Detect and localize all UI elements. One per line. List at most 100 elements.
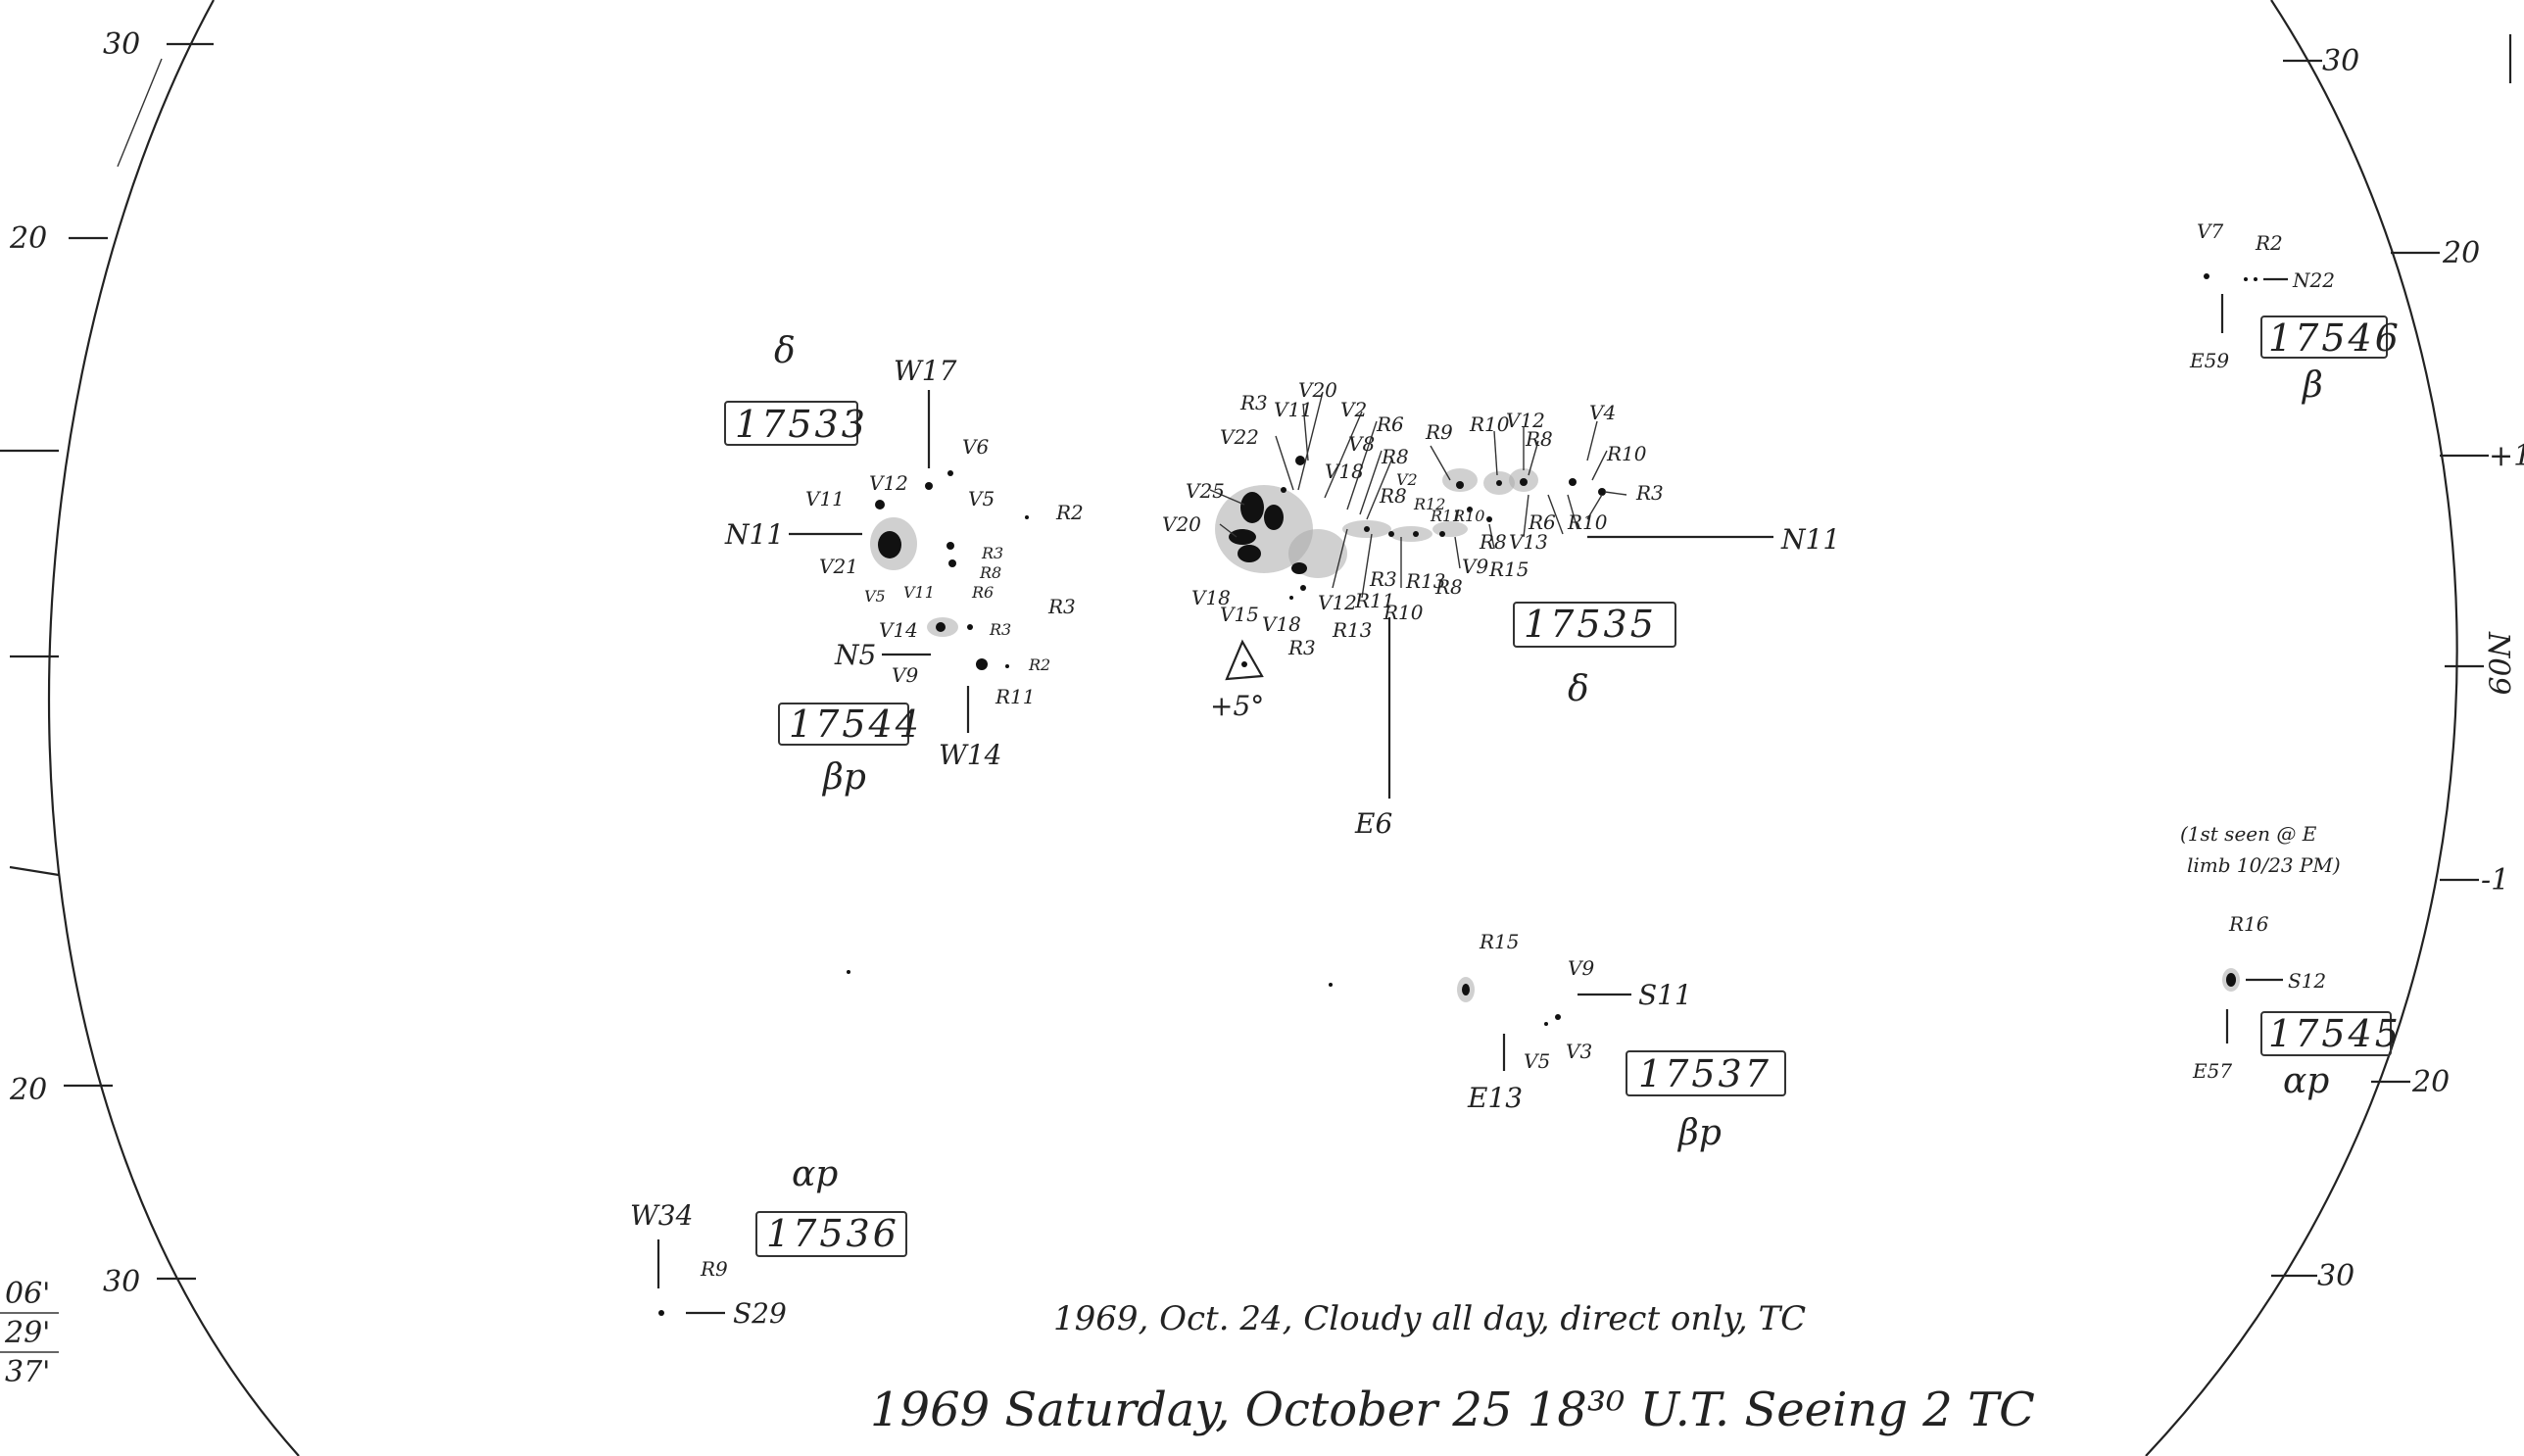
label-text: R11 [1354,589,1395,612]
region-17545-box [2260,1011,2392,1056]
pointer-line [1275,435,1294,491]
solar-limb-left [47,0,300,1456]
region-17545-class: αp [2283,1061,2329,1101]
label-text: R3 [989,620,1011,639]
region-17533-hemisphere: N11 [724,518,784,551]
tick-right-minus10: -1 [2481,863,2509,898]
label-text: R2 [1028,655,1050,674]
label-text: R3 [1369,567,1397,591]
label-text: V8 [1348,432,1375,456]
label-text: V18 [1191,586,1231,609]
spot-mark [1229,529,1256,545]
region-17535-hemisphere: N11 [1780,523,1840,556]
right-latitude-scale: 30 20 +1 -1 20 30 N09 [2271,34,2524,1293]
spot-umbra [878,531,901,558]
region-17536-class: αp [792,1154,838,1194]
region-17545-longitude: E57 [2192,1059,2232,1083]
pointer-line [1586,420,1598,461]
spot-mark [2204,273,2209,279]
rotation-angle: +5° [1210,690,1264,722]
spot-label: V12 [869,471,908,495]
pointer-line [1547,494,1564,535]
spot-mark [1456,481,1464,489]
label-text: R6 [1528,510,1556,534]
label-text: 37' [5,1355,50,1389]
label-text: R9 [700,1257,728,1281]
label-text: R6 [1376,413,1404,436]
pointer-line [1567,494,1578,530]
label-text: R8 [1381,445,1409,468]
label-text: V3 [1566,1040,1592,1063]
tick-right-plus10: +1 [2489,439,2524,473]
spot-label: V11 [805,487,845,510]
label-text: R8 [1434,575,1463,599]
label-text: R11 [995,685,1036,708]
spot-label: V5 [864,587,886,606]
tick-left-20-s: 20 [9,1073,47,1107]
spot-mark [2226,973,2236,987]
label-text: V2 [1396,470,1418,489]
spot-mark [1389,526,1432,542]
spot-mark [1238,545,1261,562]
pointer-line [1604,491,1627,496]
first-seen-note: (1st seen @ E limb 10/23 PM) [2180,822,2341,877]
label-text: V12 [1506,409,1545,432]
region-17544-hemisphere: N5 [834,639,876,671]
spot-mark [1413,531,1419,537]
tick-left-20-n: 20 [9,221,47,256]
label-text: V20 [1298,378,1337,402]
region-17535-number: 17535 [1524,603,1657,646]
spot-mark [1467,507,1473,512]
tick-right-20-s: 20 [2411,1065,2450,1099]
label-text: V22 [1220,425,1259,449]
label-text: R9 [1425,420,1453,444]
spot-mark [1241,661,1247,667]
pointer-line [1586,494,1603,520]
spot [925,482,933,490]
spot-label: R3 [981,544,1003,562]
spot-mark [1520,478,1528,486]
spot-mark [1281,487,1286,493]
region-17535-box [1513,602,1676,648]
region-17546-hemisphere: N22 [2292,268,2335,292]
region-17546-class: β [2301,365,2323,406]
label-text: V2 [1340,398,1367,421]
spot-mark [1569,478,1577,486]
label-text: V11 [1274,398,1313,421]
region-17537-class: βp [1676,1113,1722,1153]
pointer-line [1302,403,1309,461]
pointer-line [1209,489,1245,506]
limb-stroke-mark [117,58,163,168]
label-text: R8 [1525,427,1553,451]
pointer-line [1366,460,1392,520]
spot-mark [1598,488,1606,496]
spot [875,500,885,510]
region-17545-hemisphere: S12 [2288,969,2326,993]
spot-mark [1295,456,1305,465]
region-17546: V7 R2 N22 E59 17546 β [2189,219,2399,406]
region-17535: R3 V11 V20 V22 V2 R6 V8 R8 V25 V18 V2 R8… [1162,378,1840,840]
spot-mark [976,658,988,670]
pointer-line [1359,450,1383,515]
observation-note: 1969, Oct. 24, Cloudy all day, direct on… [1053,1299,1806,1338]
region-17544-box [778,703,909,746]
label-text: R10 [1469,413,1510,436]
label-text: R15 [1488,558,1529,581]
spot-mark [847,970,850,974]
solar-limb-right [2145,0,2458,1456]
label-text: R10 [1452,507,1484,525]
label-text: R13 [1405,569,1446,593]
left-bottom-note: 06' 29' 37' [0,1277,59,1389]
region-17537-hemisphere: S11 [1638,979,1692,1011]
region-17533-number: 17533 [735,403,868,446]
region-17533: δ 17533 W17 N11 V12 V6 V11 V5 R2 R3 R8 R… [724,331,1084,606]
region-17536-hemisphere: S29 [733,1297,787,1330]
spot-mark [1388,531,1394,537]
label-text: R2 [2255,231,2283,255]
region-17536: αp 17536 W34 R9 S29 [630,1154,907,1330]
label-text: R13 [1332,618,1373,642]
pointer-line [1324,411,1363,499]
spot-label: V11 [903,583,935,602]
label-text: V9 [892,663,918,687]
region-17537-box [1626,1050,1786,1096]
